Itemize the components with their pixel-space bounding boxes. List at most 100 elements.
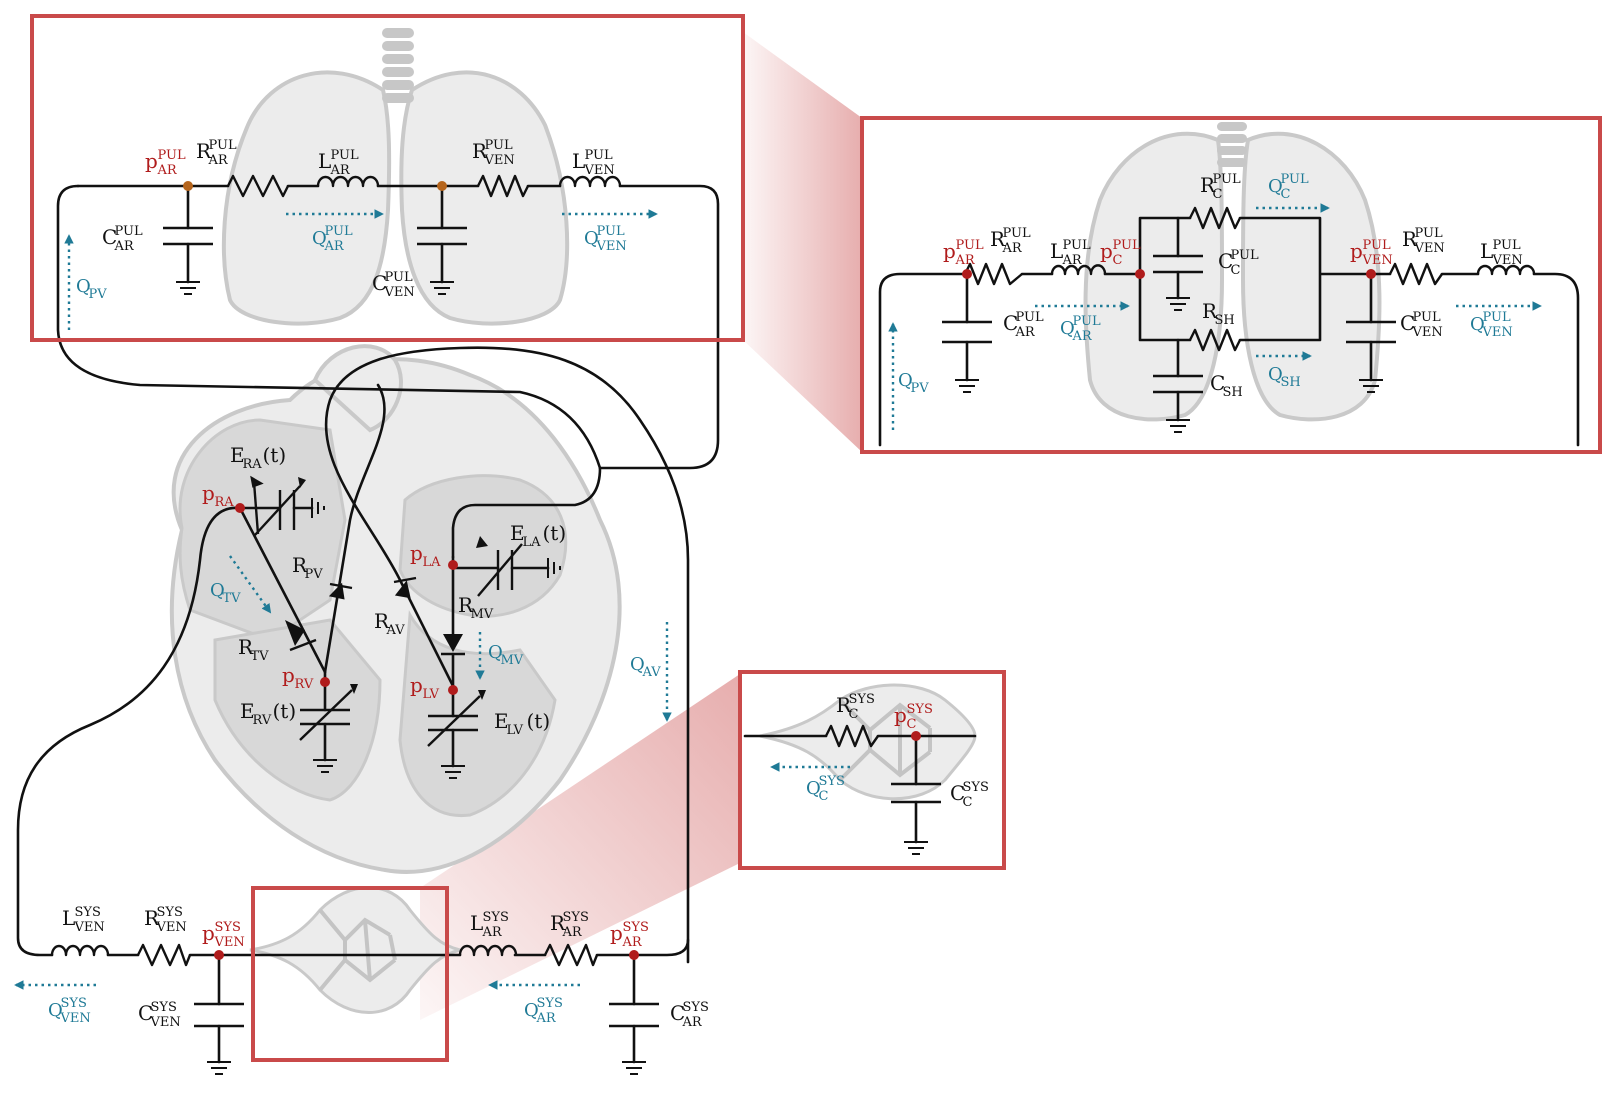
label-q-mv: QMV [488, 642, 524, 668]
zoom-pulmonary-arterial-inductor [1050, 264, 1107, 276]
label-part-sup: SYS [537, 996, 563, 1011]
label-part-base: E [494, 709, 509, 733]
zoom-label-c-sh: CSH [1210, 371, 1243, 400]
label-part-sup: SYS [61, 996, 87, 1011]
label-part-sup: SYS [483, 910, 509, 925]
label-part-sup: PUL [1016, 310, 1044, 325]
systemic-zoom-connector [420, 674, 740, 1020]
label-part-sub: PV [305, 567, 324, 582]
systemic-venous-inductor [50, 944, 110, 957]
label-part-sub: PV [911, 381, 930, 396]
label-part-suffix: (t) [263, 443, 287, 467]
label-part-sup: SYS [819, 774, 845, 789]
systemic-venous-resistor [136, 943, 192, 967]
label-part-base: E [510, 521, 525, 545]
label-part-base: E [230, 443, 245, 467]
label-part-base: Q [1268, 176, 1283, 197]
label-part-sup: SYS [849, 692, 875, 707]
label-part-sub: AV [642, 665, 662, 680]
label-part-sub: AV [386, 623, 406, 638]
label-part-sup: PUL [1281, 172, 1309, 187]
label-part-sub: VEN [484, 153, 515, 168]
label-part-sub: LV [423, 687, 440, 702]
zoom-pressure-node-p-ven [1366, 269, 1376, 279]
label-part-sub: VEN [584, 163, 615, 178]
label-part-sub: AR [482, 925, 503, 940]
label-part-sup: PUL [158, 148, 186, 163]
label-part-base: p [202, 921, 215, 945]
label-part-sub: RA [243, 457, 263, 472]
label-q-tv: QTV [210, 580, 241, 606]
label-part-base: L [1050, 239, 1063, 263]
aortic-valve-diode [394, 580, 411, 599]
pressure-node-p-ven-pul [437, 181, 447, 191]
systemic-zoom-panel-frame [738, 670, 1006, 870]
label-r-mv: RMV [458, 593, 494, 622]
label-p-la: pLA [410, 541, 441, 570]
lungs-illustration [221, 28, 570, 326]
label-part-sup: PUL [1063, 238, 1091, 253]
pulmonary-zoom-panel-frame [860, 116, 1602, 454]
label-part-sub: AR [114, 239, 135, 254]
label-part-sub: AR [1062, 253, 1083, 268]
label-part-sup: PUL [1493, 238, 1521, 253]
label-part-sup: PUL [209, 138, 237, 153]
label-part-base: Q [76, 276, 91, 297]
label-part-sub: AR [324, 239, 345, 254]
label-part-sub: C [849, 707, 859, 722]
label-part-base: C [670, 1001, 685, 1025]
label-part-base: C [1400, 311, 1415, 335]
label-part-base: R [238, 635, 254, 659]
label-part-base: R [144, 906, 160, 930]
label-part-sub: AR [1002, 241, 1023, 256]
label-part-sub: RV [253, 713, 272, 728]
label-part-sup: PUL [1483, 310, 1511, 325]
zoom-c-ar-capacitor [942, 272, 992, 393]
label-part-sub: VEN [596, 239, 627, 254]
label-part-sub: MV [501, 653, 524, 668]
systemic-arterial-capacitor [609, 953, 659, 1075]
label-part-sub: VEN [1362, 253, 1393, 268]
zoom-systemic-capillary-resistor [824, 724, 879, 748]
label-part-sub: AR [330, 163, 351, 178]
label-part-sup: PUL [956, 238, 984, 253]
label-part-sub: AR [622, 935, 643, 950]
zoom-label-q-sh: QSH [1268, 364, 1301, 390]
label-part-sup: PUL [1213, 172, 1241, 187]
label-part-base: p [202, 481, 215, 505]
systemic-capillaries-illustration [249, 886, 461, 1014]
label-part-sup: SYS [683, 1000, 709, 1015]
label-part-sup: SYS [215, 920, 241, 935]
label-part-sub: VEN [1412, 325, 1443, 340]
label-part-sub: AR [682, 1015, 703, 1030]
label-part-sup: SYS [563, 910, 589, 925]
label-part-sub: C [1113, 253, 1123, 268]
label-part-base: R [458, 593, 474, 617]
label-part-base: p [1100, 239, 1113, 263]
label-r-pv: RPV [292, 553, 323, 582]
pressure-node-p-lv [448, 685, 458, 695]
label-part-sub: VEN [156, 920, 187, 935]
label-part-sub: AR [955, 253, 976, 268]
label-part-sup: PUL [331, 148, 359, 163]
label-part-sup: PUL [585, 148, 613, 163]
label-part-sup: PUL [325, 224, 353, 239]
label-part-base: R [292, 553, 308, 577]
zoom-pressure-node-p-c [1135, 269, 1145, 279]
